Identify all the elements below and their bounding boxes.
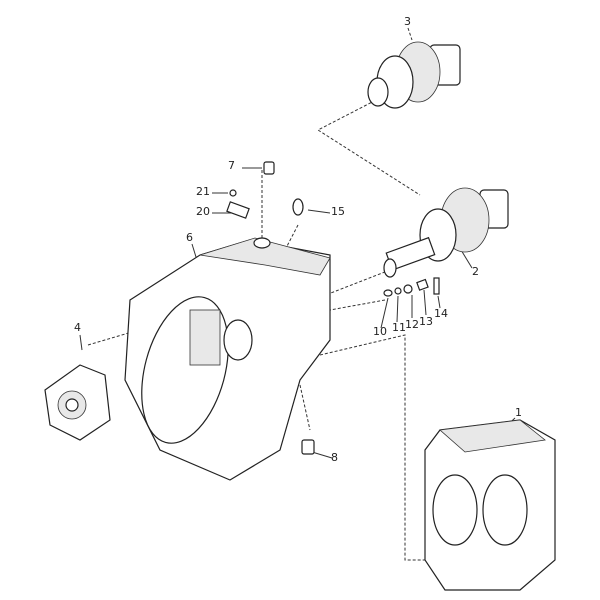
callout-4: 4 xyxy=(74,321,81,334)
part-2-gear-shaft xyxy=(383,187,509,278)
callout-6: 6 xyxy=(186,231,193,244)
callout-8: 8 xyxy=(331,451,338,464)
part-3-gear-shaft xyxy=(367,41,461,109)
part-4-pump xyxy=(44,364,111,441)
callout-15: 15 xyxy=(331,205,345,218)
callout-14: 14 xyxy=(434,307,448,320)
callout-2: 2 xyxy=(472,265,479,278)
callout-13: 13 xyxy=(419,315,433,328)
callout-10: 10 xyxy=(373,325,387,338)
parts-10-14-small xyxy=(383,277,440,297)
callout-12: 12 xyxy=(405,318,419,331)
fasteners xyxy=(226,161,315,455)
part-1-pump-block xyxy=(424,419,556,591)
callout-21: 21 xyxy=(196,185,210,198)
part-6-housing xyxy=(124,237,331,481)
callout-20: 20 xyxy=(196,205,210,218)
callout-3: 3 xyxy=(404,15,411,28)
callout-1: 1 xyxy=(515,406,522,419)
callout-11: 11 xyxy=(392,321,406,334)
callout-7: 7 xyxy=(228,159,235,172)
